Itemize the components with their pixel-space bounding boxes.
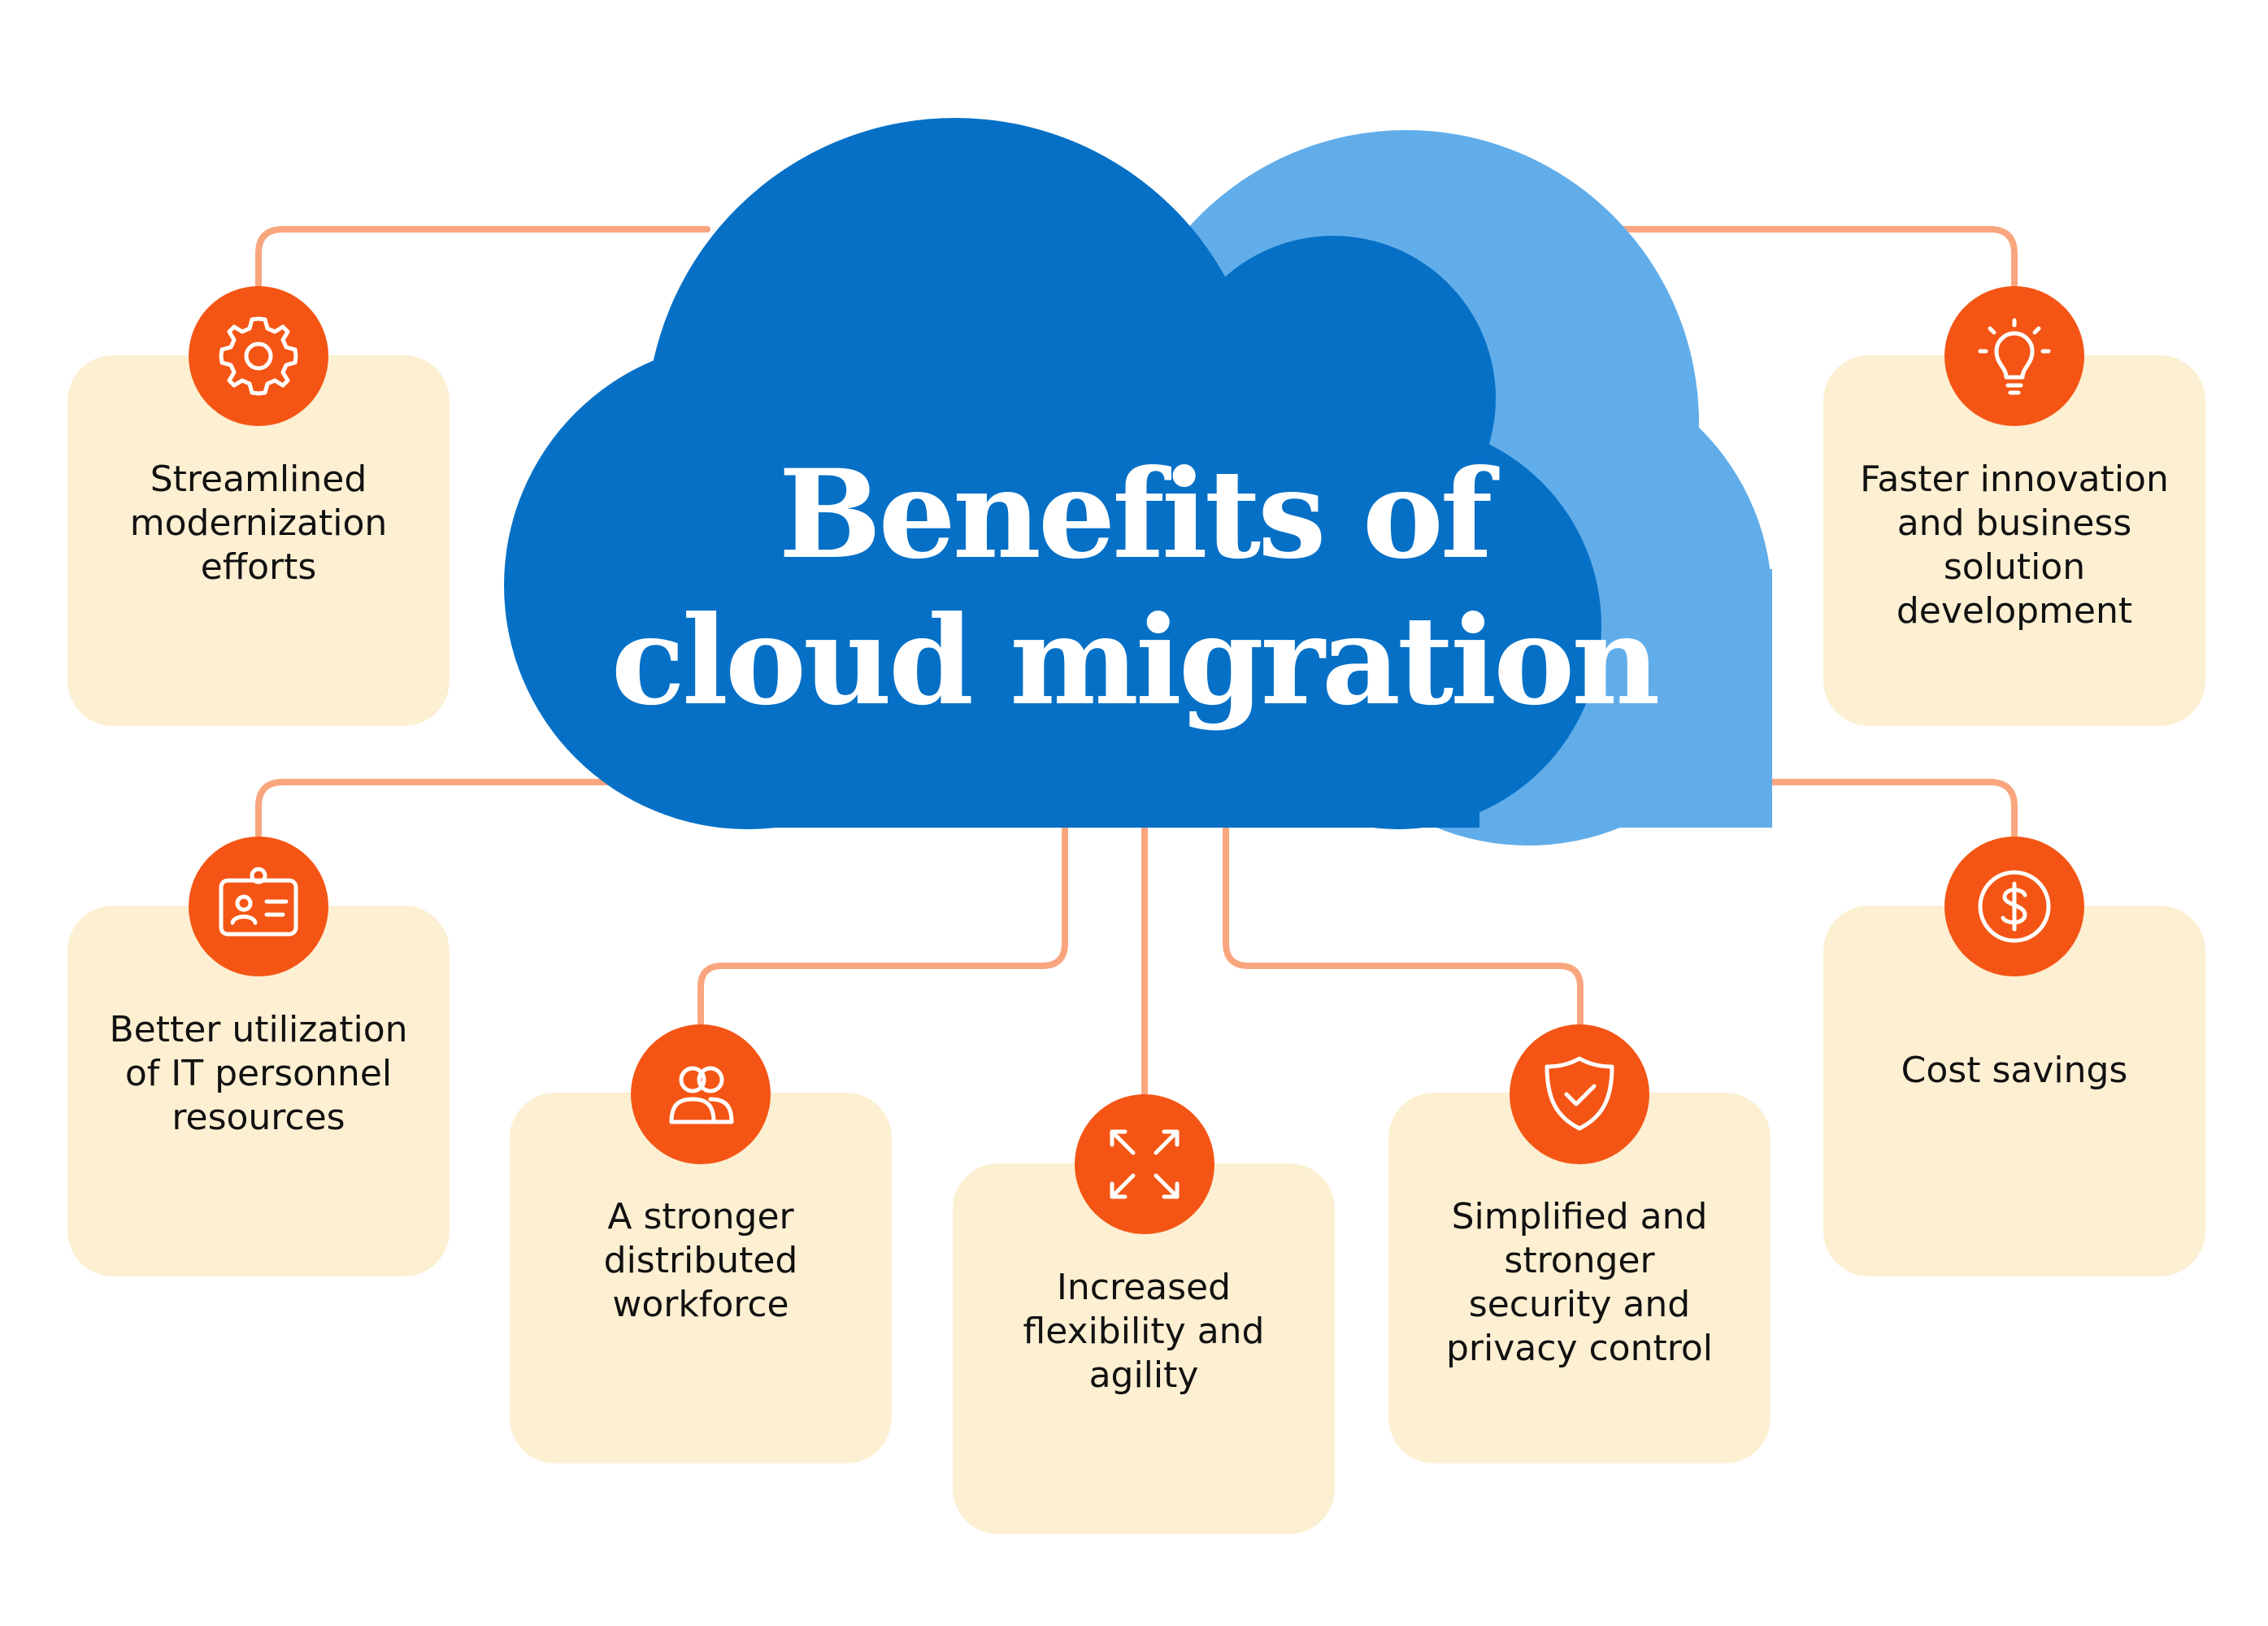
benefit-line: Simplified and <box>1451 1196 1708 1237</box>
id-badge-icon-badge <box>189 837 328 976</box>
connector-better-utilization <box>255 779 621 841</box>
benefit-line: Streamlined <box>150 459 367 500</box>
dollar-icon <box>1978 870 2051 943</box>
benefit-line: Better utilization <box>109 1009 408 1050</box>
benefit-line: A stronger <box>607 1196 794 1237</box>
benefit-line: stronger <box>1504 1240 1655 1281</box>
connector-distributed-workforce <box>697 822 1068 1029</box>
expand-arrows-icon <box>1110 1129 1180 1199</box>
benefit-text: Cost savings <box>1823 1049 2205 1093</box>
benefit-line: of IT personnel <box>124 1053 393 1094</box>
connector-streamlined <box>255 226 710 289</box>
benefit-line: workforce <box>612 1284 789 1325</box>
gear-icon <box>219 316 298 396</box>
shield-check-icon <box>1545 1056 1614 1131</box>
lightbulb-icon-badge <box>1944 286 2084 426</box>
benefit-line: resources <box>172 1097 345 1138</box>
title-line-2: cloud migration <box>610 589 1661 733</box>
benefit-line: modernization <box>129 502 388 544</box>
benefit-text: Faster innovation and business solution … <box>1823 458 2205 633</box>
connector-cost-savings <box>1623 779 2018 841</box>
benefit-text: A stronger distributed workforce <box>510 1195 892 1327</box>
shield-check-icon-badge <box>1510 1024 1649 1164</box>
benefit-line: efforts <box>200 546 317 588</box>
benefit-line: privacy control <box>1446 1328 1713 1369</box>
cloud-front <box>504 118 1601 829</box>
benefit-line: Faster innovation <box>1860 459 2169 500</box>
benefit-text: Better utilization of IT personnel resou… <box>67 1008 450 1140</box>
benefit-line: Increased <box>1056 1267 1232 1308</box>
benefit-text: Simplified and stronger security and pri… <box>1388 1195 1771 1371</box>
dollar-icon-badge <box>1944 837 2084 976</box>
benefit-line: security and <box>1468 1284 1691 1325</box>
benefit-line: solution <box>1943 546 2086 588</box>
people-icon <box>669 1066 734 1124</box>
benefit-line: flexibility and <box>1023 1311 1265 1352</box>
gear-icon-badge <box>189 286 328 426</box>
title-line-1: Benefits of <box>778 443 1493 586</box>
benefit-line: Cost savings <box>1901 1050 2128 1091</box>
benefit-text: Increased flexibility and agility <box>953 1266 1335 1398</box>
expand-arrows-icon-badge <box>1075 1094 1214 1234</box>
benefit-line: and business <box>1897 502 2132 544</box>
id-badge-icon <box>219 867 298 937</box>
benefit-text: Streamlined modernization efforts <box>67 458 450 589</box>
benefit-line: development <box>1896 590 2133 632</box>
benefit-line: distributed <box>603 1240 798 1281</box>
connector-security <box>1223 822 1584 1029</box>
lightbulb-icon <box>1978 318 2051 395</box>
people-icon-badge <box>631 1024 771 1164</box>
connector-faster-innovation <box>1541 226 2018 289</box>
benefit-line: agility <box>1088 1354 1199 1396</box>
